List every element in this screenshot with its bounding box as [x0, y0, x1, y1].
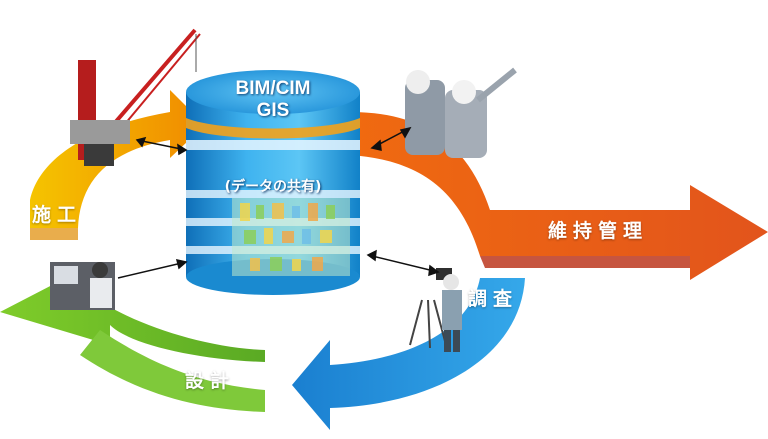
- data-link-lines: [117, 126, 440, 279]
- database-cylinder: [186, 70, 360, 295]
- database-title-bim-cim: BIM/CIM: [235, 78, 311, 99]
- data-sharing-label: (データの共有): [224, 179, 322, 195]
- link-survey: [367, 254, 439, 273]
- construction-arrow: [30, 90, 205, 228]
- construction-label: 施工: [32, 204, 83, 226]
- surveyor-image: [409, 268, 462, 352]
- maintenance-label: 維持管理: [548, 220, 649, 242]
- survey-arrow: [292, 278, 525, 430]
- link-design: [117, 261, 187, 279]
- database-title-gis: GIS: [256, 100, 290, 121]
- cylinder-pattern: [240, 203, 335, 271]
- crane-image: [70, 28, 201, 166]
- maintenance-arrow-shadow: [480, 256, 690, 268]
- design-arrow-band: [80, 330, 265, 412]
- workers-image: [405, 67, 517, 158]
- construction-arrow-shadow: [30, 228, 78, 240]
- survey-label: 調査: [468, 288, 519, 310]
- design-label: 設計: [185, 370, 236, 392]
- designer-image: [50, 262, 115, 310]
